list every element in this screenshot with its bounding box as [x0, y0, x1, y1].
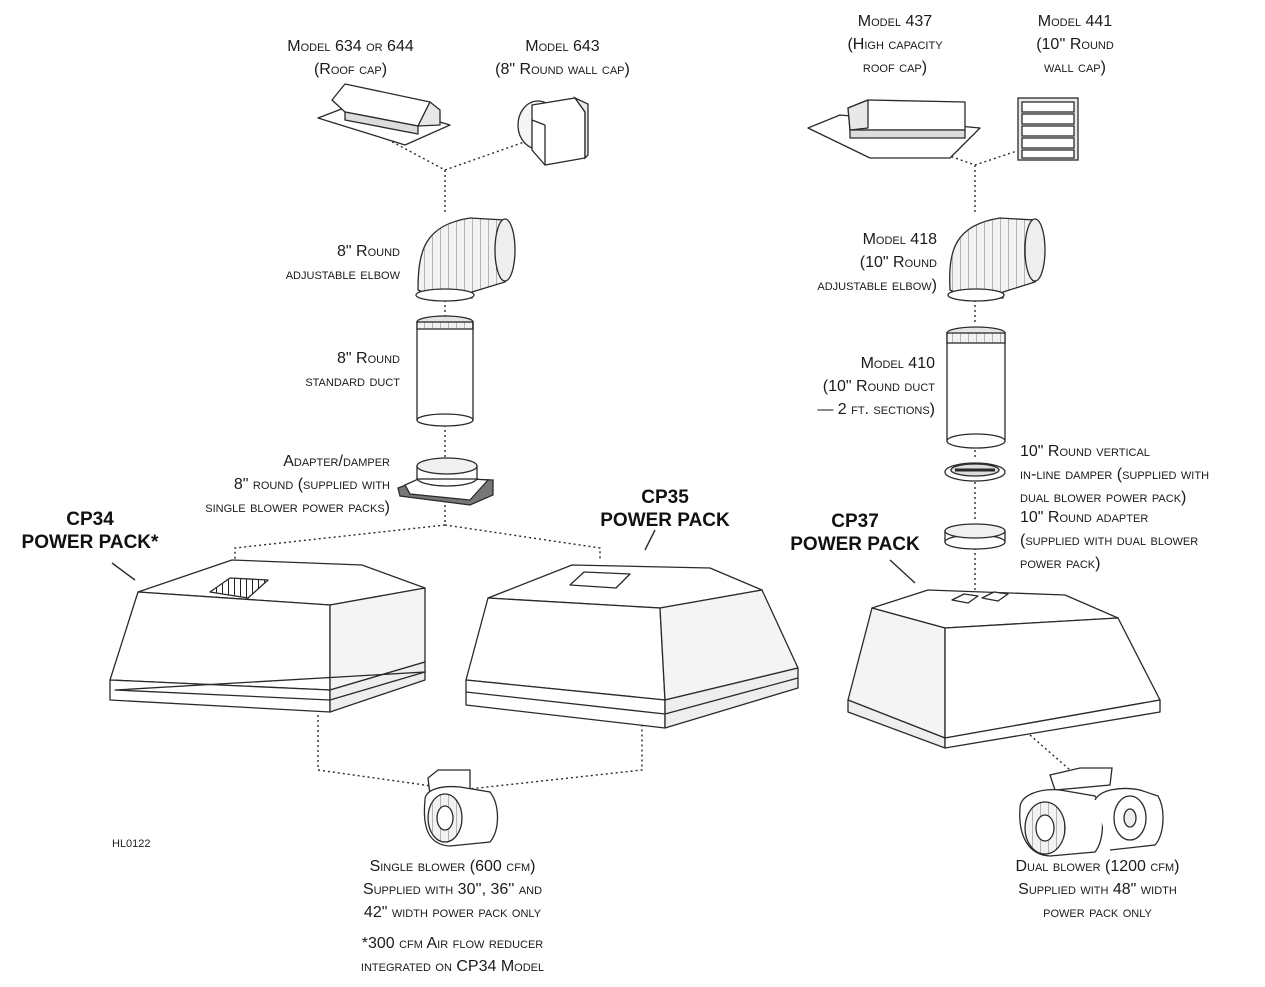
- label-line: adjustable elbow): [817, 277, 937, 294]
- adapter-10: [944, 523, 1006, 550]
- label-line: Model 437: [857, 13, 933, 30]
- damper-10: [944, 462, 1006, 482]
- label-line: POWER PACK*: [21, 532, 159, 553]
- label-adapter-10: 10" Round adapter (supplied with dual bl…: [1020, 506, 1260, 575]
- label-model-441: Model 441 (10'' Round wall cap): [1010, 10, 1140, 79]
- label-line: (High capacity: [847, 36, 943, 53]
- label-line: roof cap): [862, 59, 928, 76]
- label-line: adjustable elbow: [285, 266, 400, 283]
- label-damper-10: 10" Round vertical in-line damper (suppl…: [1020, 440, 1260, 509]
- label-line: POWER PACK: [600, 510, 730, 531]
- label-cp34: CP34 POWER PACK*: [5, 508, 175, 554]
- label-line: Dual blower (1200 cfm): [1015, 858, 1180, 875]
- elbow-418: [947, 217, 1046, 302]
- label-line: CP35: [641, 487, 689, 508]
- label-line: — 2 ft. sections): [817, 401, 935, 418]
- label-cp37: CP37 POWER PACK: [775, 510, 935, 556]
- label-line: Supplied with 48" width: [1018, 881, 1177, 898]
- figure-code: HL0122: [112, 838, 151, 850]
- label-line: (10'' Round: [1036, 36, 1114, 53]
- hood-cp37: [847, 589, 1161, 749]
- single-blower: [423, 769, 499, 847]
- label-single-blower: Single blower (600 cfm) Supplied with 30…: [320, 855, 585, 924]
- label-line: integrated on CP34 Model: [360, 958, 545, 975]
- label-duct-8: 8" Round standard duct: [215, 347, 400, 393]
- label-line: single blower power packs): [205, 499, 390, 516]
- label-model-634-644: Model 634 or 644 (Roof cap): [258, 35, 443, 81]
- label-model-437: Model 437 (High capacity roof cap): [815, 10, 975, 79]
- label-dual-blower: Dual blower (1200 cfm) Supplied with 48"…: [970, 855, 1225, 924]
- label-line: Supplied with 30'', 36'' and: [362, 881, 543, 898]
- label-line: power pack only: [1043, 904, 1152, 921]
- hood-cp35: [465, 564, 799, 729]
- label-line: 42" width power pack only: [363, 904, 542, 921]
- label-line: Model 418: [862, 231, 937, 248]
- label-line: (supplied with dual blower: [1020, 532, 1199, 549]
- label-cp35: CP35 POWER PACK: [585, 486, 745, 532]
- label-line: 8" Round: [337, 350, 400, 367]
- duct-410: [946, 326, 1006, 449]
- label-model-410: Model 410 (10" Round duct — 2 ft. sectio…: [770, 352, 935, 421]
- roof-cap-437: [807, 99, 981, 159]
- wall-cap-441: [1017, 97, 1079, 161]
- label-line: CP34: [66, 509, 114, 530]
- label-line: 10" Round vertical: [1020, 443, 1150, 460]
- label-adapter-damper-8: Adapter/damper 8" round (supplied with s…: [140, 450, 390, 519]
- label-line: power pack): [1020, 555, 1101, 572]
- elbow-8: [415, 217, 516, 302]
- label-line: wall cap): [1044, 59, 1106, 76]
- label-line: standard duct: [305, 373, 400, 390]
- label-reducer-note: *300 cfm Air flow reducer integrated on …: [320, 932, 585, 978]
- round-wall-cap-643: [517, 96, 589, 166]
- label-line: Model 441: [1037, 13, 1113, 30]
- label-line: (10" Round: [859, 254, 937, 271]
- roof-cap-634-644: [317, 83, 451, 146]
- label-line: 8" round (supplied with: [233, 476, 390, 493]
- label-line: in-line damper (supplied with: [1020, 466, 1210, 483]
- label-model-643: Model 643 (8" Round wall cap): [465, 35, 660, 81]
- label-line: (8" Round wall cap): [495, 61, 630, 78]
- label-line: (Roof cap): [313, 61, 388, 78]
- label-model-418: Model 418 (10" Round adjustable elbow): [770, 228, 937, 297]
- label-line: POWER PACK: [790, 534, 920, 555]
- hood-cp34: [109, 559, 426, 713]
- label-line: Model 410: [860, 355, 935, 372]
- adapter-damper-8: [397, 457, 494, 506]
- label-line: CP37: [831, 511, 879, 532]
- duct-8: [416, 315, 474, 427]
- label-line: Model 634 or 644: [287, 38, 414, 55]
- label-line: 10" Round adapter: [1020, 509, 1149, 526]
- label-line: Adapter/damper: [283, 453, 390, 470]
- label-line: 8" Round: [337, 243, 400, 260]
- label-line: *300 cfm Air flow reducer: [361, 935, 544, 952]
- label-line: dual blower power pack): [1020, 489, 1187, 506]
- label-line: Single blower (600 cfm): [369, 858, 536, 875]
- label-line: (10" Round duct: [822, 378, 935, 395]
- dual-blower: [1019, 767, 1164, 857]
- label-line: Model 643: [525, 38, 600, 55]
- label-elbow-8: 8" Round adjustable elbow: [215, 240, 400, 286]
